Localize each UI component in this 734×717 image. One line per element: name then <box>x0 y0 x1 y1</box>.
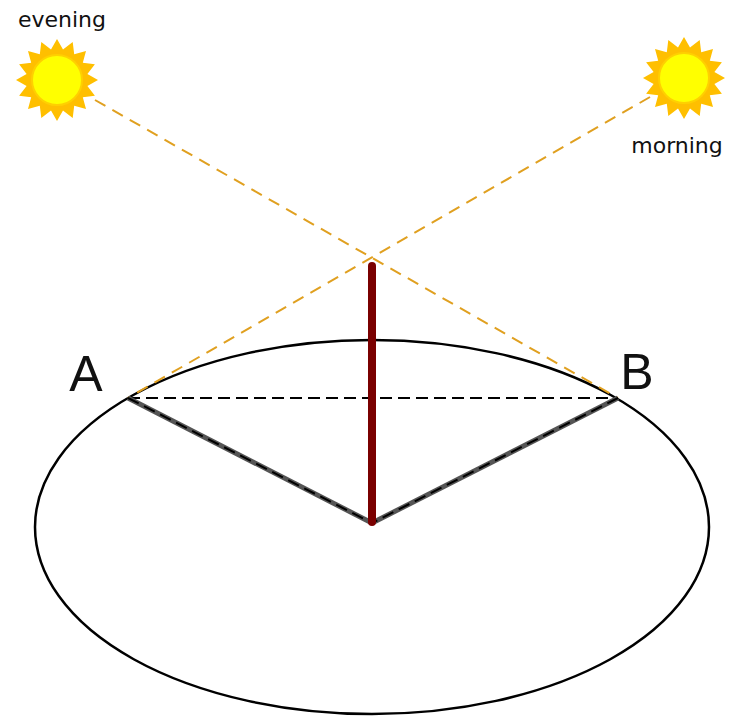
time-label: evening <box>18 9 106 31</box>
time-label: morning <box>631 135 723 157</box>
sun-rays <box>643 37 725 119</box>
evening-shadow-dash <box>128 398 372 523</box>
evening-sun <box>16 39 98 121</box>
sun-disc <box>659 53 709 103</box>
point-label: B <box>620 347 653 397</box>
morning-shadow-dash <box>372 398 618 523</box>
sun-disc <box>32 55 82 105</box>
gnomon-stick <box>368 266 376 522</box>
point-label: A <box>69 349 102 399</box>
morning-shadow <box>372 398 618 523</box>
morning-sun-ray <box>128 97 650 398</box>
evening-sun-ray <box>95 100 618 398</box>
sun-rays <box>16 39 98 121</box>
evening-shadow <box>128 398 372 523</box>
morning-sun <box>643 37 725 119</box>
